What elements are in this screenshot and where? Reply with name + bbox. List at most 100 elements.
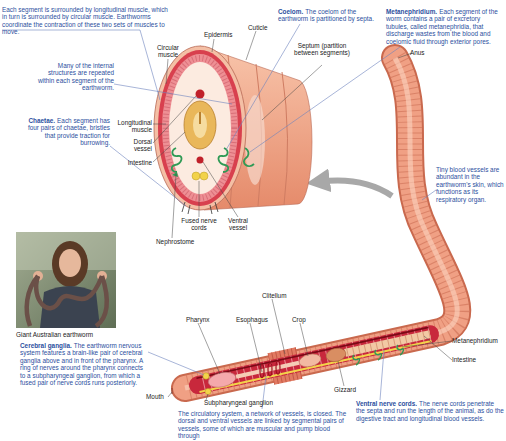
callout-heading: Metanephridium. bbox=[386, 8, 437, 15]
part-label: Anus bbox=[410, 49, 440, 56]
part-label: Fused nerve cords bbox=[180, 217, 218, 232]
worm-cutaway-part bbox=[197, 327, 429, 378]
part-name: Cuticle bbox=[248, 24, 268, 31]
part-label: Longitudinal muscle bbox=[112, 119, 152, 134]
cross-section-part bbox=[154, 46, 246, 210]
cross-section-part bbox=[218, 148, 228, 172]
callout-leader-lines-part bbox=[422, 190, 436, 200]
part-leader-lines-part bbox=[199, 181, 200, 217]
part-name: Metanephridium bbox=[452, 337, 498, 344]
view-arrow bbox=[318, 181, 392, 196]
part-name: Longitudinal muscle bbox=[118, 119, 152, 133]
worm-cutaway bbox=[172, 327, 432, 394]
cross-section-part bbox=[188, 205, 190, 214]
cross-section-part bbox=[172, 148, 182, 172]
part-name: Gizzard bbox=[334, 386, 356, 393]
callout-heading: Ventral nerve cords. bbox=[356, 400, 417, 407]
part-name: Subpharyngeal ganglion bbox=[204, 399, 273, 406]
part-leader-lines-part bbox=[402, 341, 452, 347]
part-name: Nephrostome bbox=[156, 238, 194, 245]
callout-leader-lines-part bbox=[110, 146, 186, 206]
callout-leader-lines-part bbox=[2, 30, 160, 100]
part-label: Circular muscle bbox=[150, 44, 186, 59]
part-leader-lines-part bbox=[172, 174, 176, 238]
callout-text: Tiny blood vessels are abundant in the e… bbox=[436, 166, 504, 203]
part-label: Epidermis bbox=[204, 31, 244, 38]
part-label: Cuticle bbox=[248, 24, 278, 31]
callout-heading: Chaetae. bbox=[28, 117, 55, 124]
worm-cutaway-part bbox=[353, 355, 360, 365]
cross-section-part bbox=[215, 202, 218, 212]
part-label: Ventral vessel bbox=[222, 217, 254, 232]
worm-cutaway-part bbox=[375, 350, 382, 360]
callout-body: The circulatory system, a network of ves… bbox=[178, 410, 346, 439]
callout-text: Cerebral ganglia.The earthworm nervous s… bbox=[20, 342, 148, 386]
callout-heading: Coelom. bbox=[278, 8, 303, 15]
part-name: Clitellum bbox=[262, 292, 287, 299]
callout-text: Metanephridium.Each segment of the worm … bbox=[386, 8, 504, 45]
worm-cutaway-part bbox=[268, 363, 272, 376]
part-name: Circular muscle bbox=[157, 44, 179, 58]
part-label: Subpharyngeal ganglion bbox=[204, 399, 284, 406]
worm-cutaway-part bbox=[276, 361, 280, 374]
part-leader-lines-part bbox=[250, 323, 262, 372]
worm-cutaway-part bbox=[236, 363, 299, 377]
cross-section-part bbox=[282, 72, 288, 205]
callout-text: Many of the internal structures are repe… bbox=[30, 62, 114, 92]
callout-leader-lines-part bbox=[114, 84, 232, 104]
part-leader-lines-part bbox=[212, 39, 214, 52]
photo-part bbox=[96, 276, 107, 326]
part-label: Pharynx bbox=[186, 316, 216, 323]
cross-section-part bbox=[162, 54, 238, 202]
part-label: Gizzard bbox=[334, 386, 364, 393]
part-label: Mouth bbox=[146, 393, 170, 400]
callout-leader-lines-part bbox=[148, 352, 204, 375]
photo-part bbox=[16, 232, 116, 328]
cross-section-part bbox=[245, 95, 265, 185]
part-label: Esophagus bbox=[236, 316, 272, 323]
part-label: Intestine bbox=[452, 356, 492, 363]
part-leader-lines-part bbox=[424, 336, 452, 360]
cross-section-part bbox=[172, 172, 178, 177]
part-name: Epidermis bbox=[204, 31, 232, 38]
part-name: Mouth bbox=[146, 393, 164, 400]
part-label: Septum (partition between segments) bbox=[294, 42, 350, 57]
cross-section-part bbox=[193, 112, 207, 138]
callout-leader-lines-part bbox=[226, 24, 300, 150]
callout-body: Each segment is surrounded by longitudin… bbox=[2, 6, 168, 35]
part-leader-lines-part bbox=[153, 124, 166, 125]
part-label: Clitellum bbox=[262, 292, 302, 299]
part-label: Dorsal vessel bbox=[120, 138, 152, 153]
part-label: Giant Australian earthworm bbox=[16, 331, 126, 338]
callout-leader-lines bbox=[2, 24, 436, 409]
worm-cutaway-part bbox=[200, 341, 432, 392]
part-name: Anus bbox=[410, 49, 425, 56]
callout-heading: Cerebral ganglia. bbox=[20, 342, 72, 349]
worm-cutaway-part bbox=[345, 334, 430, 353]
callout-text: Each segment is surrounded by longitudin… bbox=[2, 6, 170, 36]
part-leader-lines-part bbox=[300, 323, 308, 356]
worm-cutaway-part bbox=[345, 334, 430, 353]
part-name: Intestine bbox=[452, 356, 476, 363]
callout-text: Coelom.The coelom of the earthworm is pa… bbox=[278, 8, 380, 23]
part-leader-lines-part bbox=[168, 392, 172, 397]
part-leader-lines-part bbox=[246, 31, 256, 60]
part-name: Dorsal vessel bbox=[134, 138, 152, 152]
callout-text: Ventral nerve cords.The nerve cords pene… bbox=[356, 400, 504, 422]
part-label: Crop bbox=[292, 316, 316, 323]
cross-section-part bbox=[197, 157, 204, 164]
photo-part bbox=[27, 276, 38, 326]
photo-part bbox=[36, 276, 102, 308]
part-leader-lines-part bbox=[166, 59, 168, 84]
part-leader-lines-part bbox=[272, 299, 285, 354]
worm-cutaway-part bbox=[325, 346, 347, 363]
part-label: Nephrostome bbox=[156, 238, 202, 245]
cross-section-part bbox=[199, 112, 201, 124]
cross-section-part bbox=[192, 172, 200, 180]
cross-section-part bbox=[169, 62, 231, 194]
part-leader-lines-part bbox=[153, 96, 196, 143]
photo bbox=[16, 232, 116, 328]
part-leader-lines-part bbox=[338, 361, 344, 386]
photo-part bbox=[59, 249, 81, 277]
part-leader-lines bbox=[153, 31, 452, 400]
